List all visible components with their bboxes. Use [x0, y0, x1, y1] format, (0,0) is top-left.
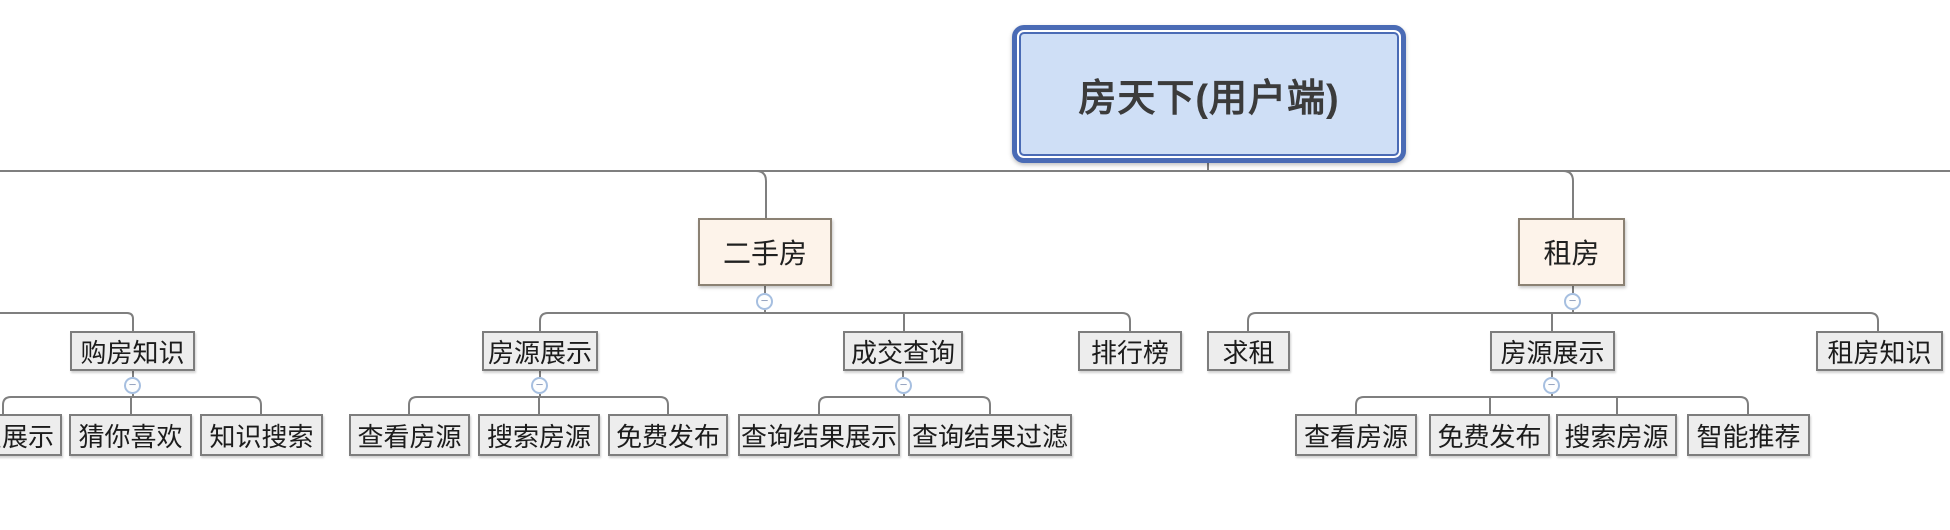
topic-rent-mianfei-fabu[interactable]: 免费发布	[1429, 414, 1550, 456]
minus-icon: −	[899, 377, 908, 392]
topic-zhishi-sousuo[interactable]: 知识搜索	[200, 414, 323, 456]
topic-chaxun-jieguo-zhanshi[interactable]: 查询结果展示	[738, 414, 900, 456]
topic-esf-mianfei-fabu[interactable]: 免费发布	[608, 414, 728, 456]
topic-rent-sousuo-fangyuan[interactable]: 搜索房源	[1556, 414, 1677, 456]
minus-icon: −	[1547, 377, 1556, 392]
topic-chengjiao-chaxun[interactable]: 成交查询	[843, 331, 963, 371]
topic-rent-fangyuan-zhanshi[interactable]: 房源展示	[1490, 331, 1615, 371]
topic-rent-chakan-fangyuan[interactable]: 查看房源	[1295, 414, 1417, 456]
collapse-toggle-rent-fangyuan-zhanshi[interactable]: −	[1543, 377, 1560, 394]
topic-esf-fangyuan-zhanshi[interactable]: 房源展示	[482, 331, 598, 371]
collapse-toggle-chengjiao-chaxun[interactable]: −	[895, 377, 912, 394]
minus-icon: −	[1568, 293, 1577, 308]
topic-goufang-zhishi[interactable]: 购房知识	[70, 331, 195, 371]
collapse-toggle-ershoufang[interactable]: −	[756, 293, 773, 310]
topic-zhineng-tuijian[interactable]: 智能推荐	[1687, 414, 1810, 456]
topic-paihangbang[interactable]: 排行榜	[1078, 331, 1182, 371]
root-topic-label: 房天下(用户端)	[1078, 77, 1340, 120]
topic-esf-sousuo-fangyuan[interactable]: 搜索房源	[478, 414, 600, 456]
minus-icon: −	[535, 377, 544, 392]
minus-icon: −	[760, 293, 769, 308]
collapse-toggle-esf-fangyuan-zhanshi[interactable]: −	[531, 377, 548, 394]
root-topic-body: 房天下(用户端)	[1019, 32, 1399, 156]
topic-zufang[interactable]: 租房	[1518, 218, 1625, 286]
topic-qiuzu[interactable]: 求租	[1207, 331, 1290, 371]
collapse-toggle-goufang-zhishi[interactable]: −	[124, 377, 141, 394]
root-topic[interactable]: 房天下(用户端)	[1012, 25, 1406, 163]
topic-zufang-zhishi[interactable]: 租房知识	[1816, 331, 1943, 371]
collapse-toggle-zufang[interactable]: −	[1564, 293, 1581, 310]
topic-cainixihuan[interactable]: 猜你喜欢	[69, 414, 192, 456]
minus-icon: −	[128, 377, 137, 392]
topic-chaxun-jieguo-guolv[interactable]: 查询结果过滤	[908, 414, 1072, 456]
topic-esf-chakan-fangyuan[interactable]: 查看房源	[349, 414, 470, 456]
topic-ershoufang[interactable]: 二手房	[698, 218, 832, 286]
